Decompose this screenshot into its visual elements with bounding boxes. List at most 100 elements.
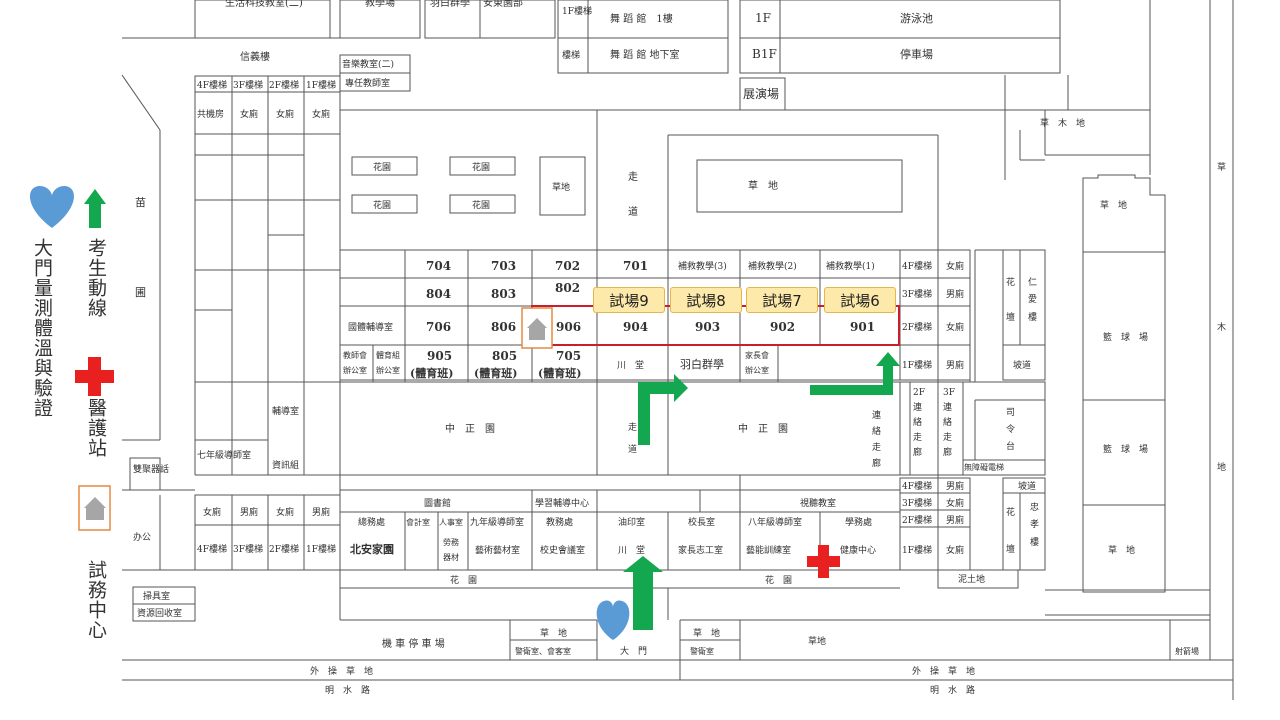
map-label: 家長會 <box>745 350 769 360</box>
map-label: 愛 <box>1028 293 1037 305</box>
map-label: 籃 球 場 <box>1103 443 1148 455</box>
map-label: 1F樓梯 <box>562 5 592 17</box>
map-label: 展演場 <box>743 86 779 101</box>
legend-heart-icon <box>30 186 74 228</box>
map-label: 705 <box>556 349 581 363</box>
map-label: B1F <box>752 47 777 61</box>
map-label: 廊 <box>943 446 952 458</box>
map-label: 辦公室 <box>376 365 400 375</box>
legend-medical-text: 醫護站 <box>85 398 107 458</box>
map-label: 壇 <box>1006 311 1015 323</box>
map-label: 絡 <box>913 416 922 428</box>
map-label: 廊 <box>913 446 922 458</box>
map-label: 廊 <box>872 457 881 469</box>
map-label: 走 <box>943 432 952 443</box>
map-label: 4F樓梯 <box>902 260 932 272</box>
map-label: 2F樓梯 <box>269 79 299 91</box>
route-arrow-turn-up <box>810 352 900 395</box>
map-label: 男廁 <box>946 288 964 300</box>
map-label: 道 <box>628 205 638 218</box>
map-label: 905 <box>427 349 452 363</box>
map-label: 忠 <box>1030 502 1039 513</box>
map-label: 906 <box>556 320 581 334</box>
gate-heart-icon <box>596 600 630 640</box>
map-label: 羽白群學 <box>430 0 470 9</box>
map-label: 警衛室 <box>690 646 714 656</box>
map-label: 办公 <box>133 531 151 543</box>
map-label: 校史會議室 <box>540 544 585 556</box>
map-label: 1F樓梯 <box>306 79 336 91</box>
map-label: 花 <box>1006 506 1015 518</box>
route-arrows <box>623 352 900 630</box>
map-label: 男廁 <box>946 480 964 492</box>
map-label: 803 <box>491 287 516 301</box>
map-label: 停車場 <box>900 47 933 61</box>
map-label: 904 <box>623 320 648 334</box>
map-label: 專任教師室 <box>345 77 390 89</box>
map-label: 家長志工室 <box>678 544 723 556</box>
map-label: 女廁 <box>276 506 294 518</box>
map-label: 木 <box>1217 321 1226 333</box>
map-label: 1F <box>755 11 771 25</box>
map-label: 802 <box>555 281 580 295</box>
map-label: 男廁 <box>946 514 964 526</box>
map-label: 教務處 <box>546 516 573 528</box>
map-label: 1F樓梯 <box>902 544 932 556</box>
map-label: 警衛室、會客室 <box>515 646 571 656</box>
map-label: 補救教學(1) <box>826 260 875 272</box>
map-label: 孝 <box>1030 519 1039 530</box>
map-label: 七年級導師室 <box>197 449 251 461</box>
map-label: 絡 <box>872 425 881 437</box>
map-label: 女廁 <box>203 506 221 518</box>
map-label: 總務處 <box>358 516 385 528</box>
map-label: 連 <box>913 401 922 413</box>
map-label: 走 <box>913 432 922 443</box>
map-label: 坡道 <box>1013 359 1031 371</box>
map-label: 花 園 <box>450 574 477 586</box>
map-label: 仁 <box>1028 276 1037 288</box>
map-label: 射箭場 <box>1175 646 1199 656</box>
map-label: 學習輔導中心 <box>535 497 589 509</box>
map-label: 3F樓梯 <box>233 79 263 91</box>
map-label: 壇 <box>1006 543 1015 555</box>
map-label: 702 <box>555 259 580 273</box>
map-label: 地 <box>1217 461 1226 473</box>
legend-temperature-text: 大門量測體溫與驗證 <box>31 238 53 418</box>
map-label: 藝術藝材室 <box>475 544 520 556</box>
map-label: 2F <box>913 388 925 398</box>
map-label: 視聽教室 <box>800 497 836 509</box>
map-label: 草 <box>1217 161 1226 173</box>
map-label: 八年級導師室 <box>748 516 802 528</box>
map-label: 泥土地 <box>958 573 985 585</box>
map-label: 外 操 草 地 <box>912 665 975 677</box>
exam-room-7-label: 試場7 <box>746 287 818 313</box>
exam-room-9-label: 試場9 <box>593 287 665 313</box>
map-label: 女廁 <box>946 321 964 333</box>
map-label: 機 車 停 車 場 <box>382 637 445 650</box>
map-label: 連 <box>943 401 952 413</box>
map-label: 3F樓梯 <box>902 497 932 509</box>
map-label: 中 正 園 <box>738 422 788 435</box>
map-label: 901 <box>850 320 875 334</box>
map-label: 903 <box>695 320 720 334</box>
map-label: 花園 <box>373 161 391 173</box>
map-label: 草 地 <box>693 627 720 639</box>
map-label: 川 堂 <box>618 544 645 556</box>
map-label: 男廁 <box>946 359 964 371</box>
map-label: 草地 <box>552 181 570 193</box>
map-label: 明 水 路 <box>930 684 975 696</box>
map-label: 教學場 <box>365 0 395 9</box>
map-label: 花園 <box>373 199 391 211</box>
map-label: 舞 蹈 館 1樓 <box>610 12 673 25</box>
map-label: 草地 <box>808 635 826 647</box>
map-label: 3F樓梯 <box>233 543 263 555</box>
map-label: 2F樓梯 <box>902 514 932 526</box>
map-label: 701 <box>623 259 648 273</box>
map-label: 補救教學(2) <box>748 260 797 272</box>
map-label: 會計室 <box>406 517 430 527</box>
map-label: 學務處 <box>845 516 872 528</box>
map-label: 花園 <box>472 161 490 173</box>
legend-arrow-icon <box>84 189 106 228</box>
map-label: 女廁 <box>240 108 258 120</box>
legend-route-text: 考生動線 <box>85 238 107 318</box>
